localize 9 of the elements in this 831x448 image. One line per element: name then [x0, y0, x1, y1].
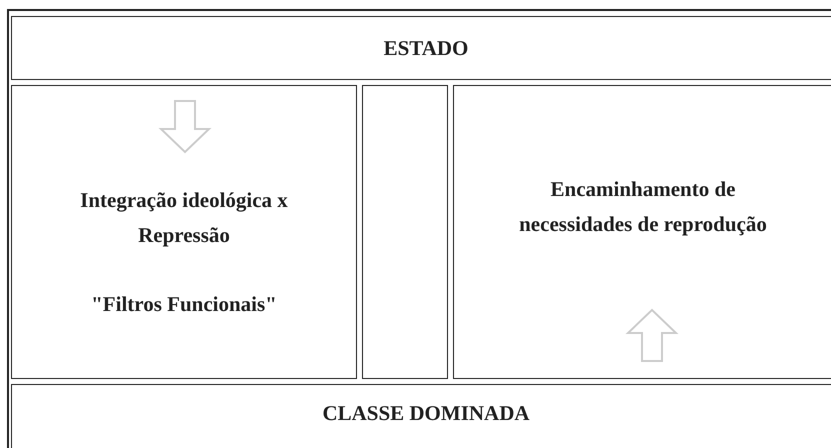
cell-text: "Filtros Funcionais" — [91, 290, 277, 318]
cell-text: Encaminhamento de necessidades de reprodução — [518, 176, 768, 238]
header-cell — [11, 16, 831, 80]
footer-cell — [11, 384, 831, 448]
cell-text: Integração ideológica x Repressão — [79, 186, 289, 248]
empty-cell — [362, 85, 448, 379]
heading-text: CLASSE DOMINADA — [322, 400, 530, 426]
content-cell — [11, 85, 357, 379]
heading-text: ESTADO — [384, 34, 468, 62]
